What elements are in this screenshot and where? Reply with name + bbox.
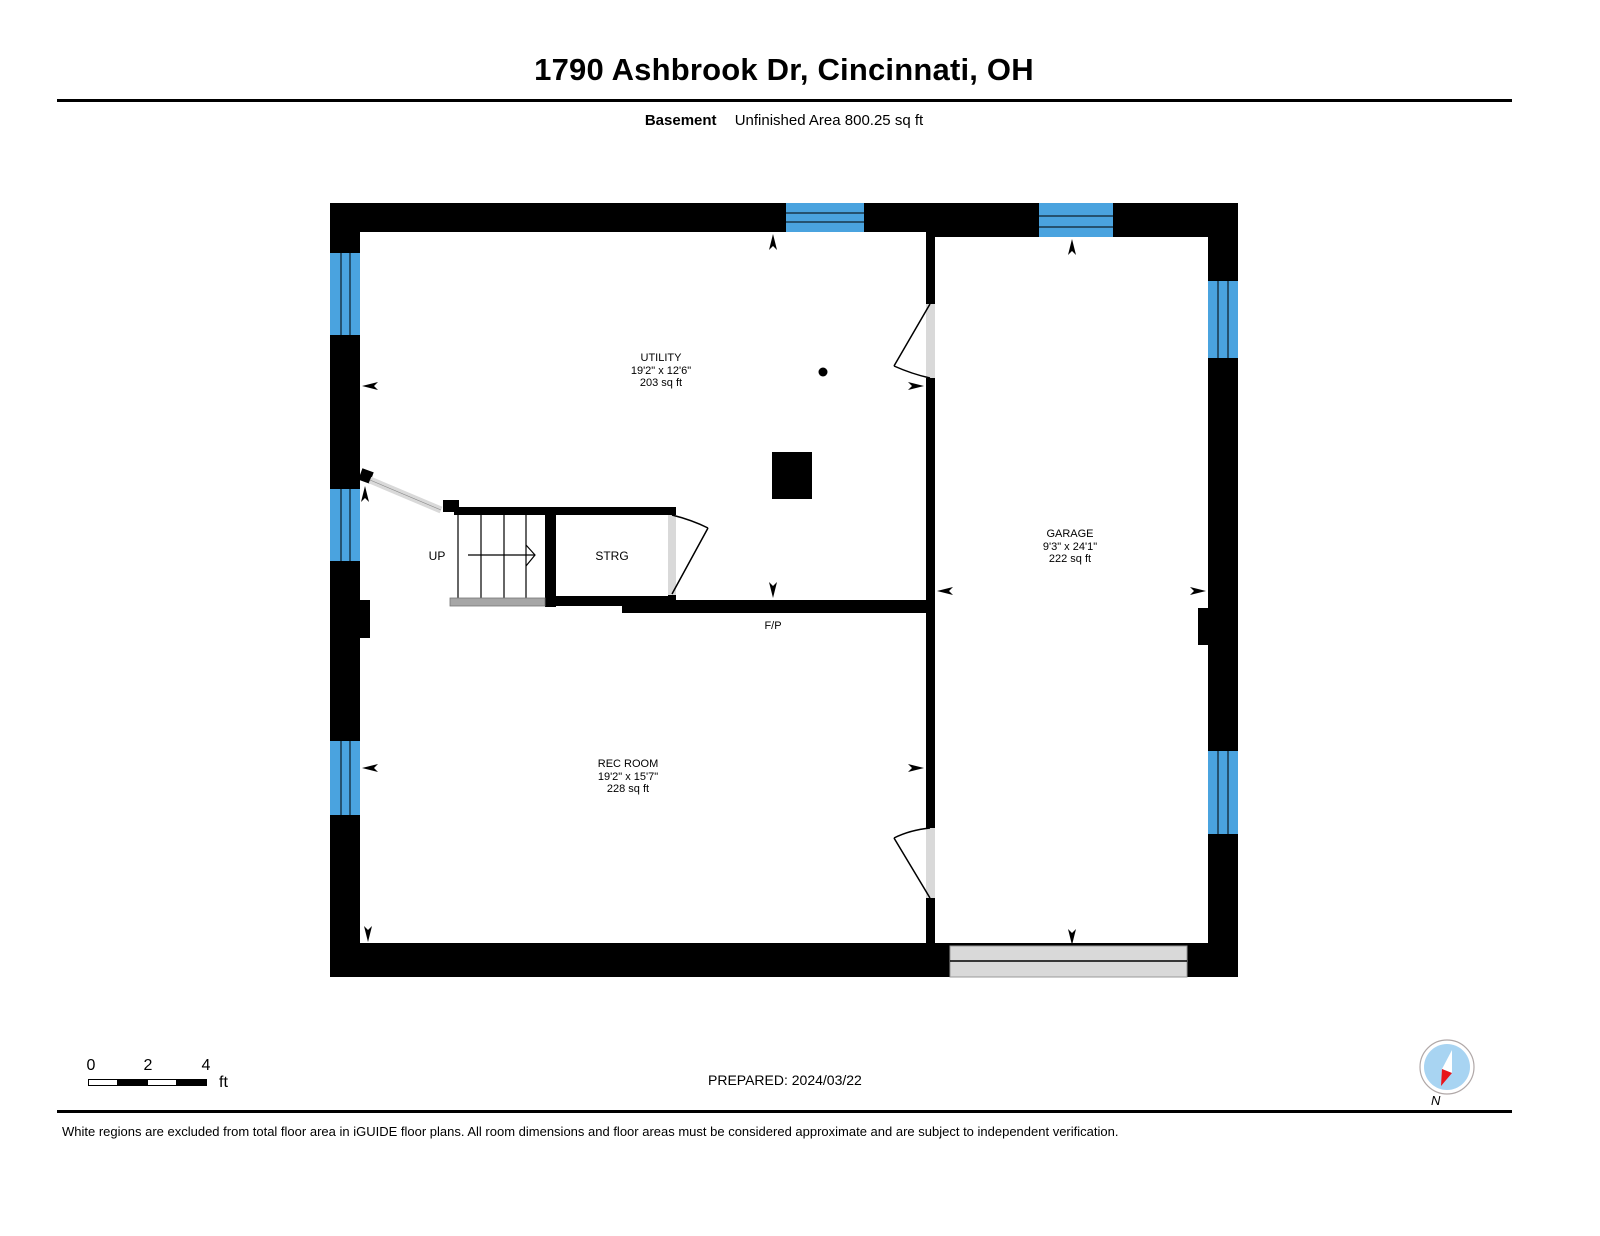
scale-tick: 0 <box>86 1057 96 1074</box>
prepared-date: PREPARED: 2024/03/22 <box>708 1072 862 1088</box>
room-area: 228 sq ft <box>606 783 650 795</box>
stairs-up-label: UP <box>428 549 446 563</box>
room-dimensions: 19'2" x 12'6" <box>630 364 692 377</box>
footer-divider <box>57 1110 1512 1113</box>
header-divider <box>57 99 1512 102</box>
room-dimensions: 19'2" x 15'7" <box>597 770 659 783</box>
page-title: 1790 Ashbrook Dr, Cincinnati, OH <box>534 52 1034 87</box>
scale-unit: ft <box>219 1074 228 1091</box>
north-compass: N <box>1418 1038 1478 1110</box>
scale-tick: 2 <box>143 1057 153 1074</box>
interior-walls <box>358 232 935 948</box>
room-area: 203 sq ft <box>639 377 683 389</box>
compass-icon <box>1419 1039 1475 1095</box>
garage-door-opening <box>949 945 1188 978</box>
scale-tick: 4 <box>201 1057 211 1074</box>
disclaimer-text: White regions are excluded from total fl… <box>62 1124 1119 1139</box>
floor-name: Basement <box>644 112 717 129</box>
floor-summary: Basement Unfinished Area 800.25 sq ft <box>0 112 1568 129</box>
room-utility: UTILITY 19'2" x 12'6" 203 sq ft <box>631 352 691 390</box>
scale-segment <box>117 1079 148 1086</box>
room-dimensions: 9'3" x 24'1" <box>1042 540 1098 553</box>
scale-segment <box>176 1079 207 1086</box>
scale-segment <box>88 1079 118 1086</box>
fireplace-label: F/P <box>764 620 782 632</box>
fixtures <box>772 367 828 499</box>
stairs <box>449 515 546 607</box>
area-summary: Unfinished Area 800.25 sq ft <box>734 112 924 129</box>
doors <box>368 303 935 899</box>
exterior-walls <box>330 203 1238 977</box>
room-area: 222 sq ft <box>1048 553 1092 565</box>
room-name: UTILITY <box>640 352 682 364</box>
room-name: GARAGE <box>1046 528 1094 540</box>
room-rec-room: REC ROOM 19'2" x 15'7" 228 sq ft <box>598 758 659 796</box>
room-garage: GARAGE 9'3" x 24'1" 222 sq ft <box>1043 528 1097 566</box>
room-name: REC ROOM <box>597 758 659 770</box>
storage-label: STRG <box>595 549 629 563</box>
compass-north-label: N <box>1431 1093 1441 1108</box>
scale-bar: 0 2 4 ft <box>86 1057 246 1097</box>
dimension-markers <box>361 234 1206 945</box>
scale-segment <box>147 1079 177 1086</box>
windows <box>330 203 1238 834</box>
